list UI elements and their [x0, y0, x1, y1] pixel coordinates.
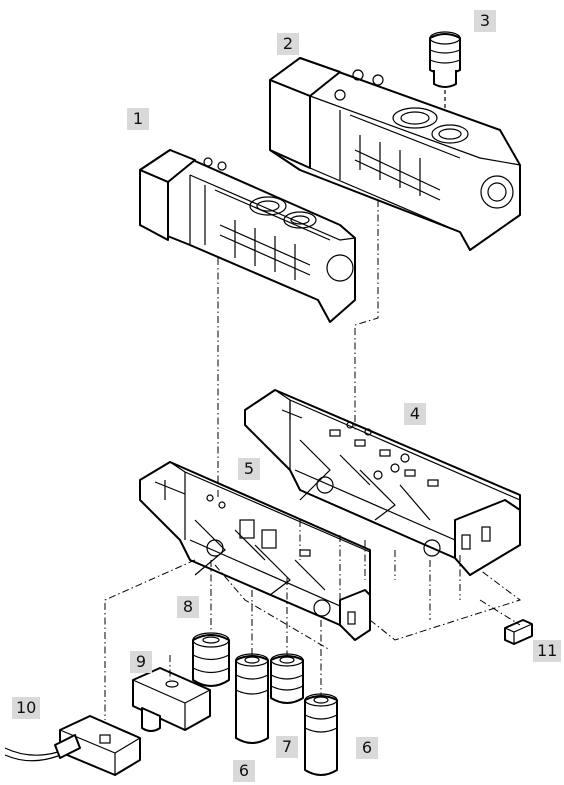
callout-label-11: 11 — [533, 640, 562, 662]
part-5-subbase — [139, 461, 371, 641]
assembly-leader-lines — [104, 200, 522, 720]
callout-label-10: 10 — [12, 697, 41, 719]
part-11-cap — [504, 619, 533, 645]
part-1-valve — [139, 149, 356, 323]
part-6-fitting-left — [235, 653, 269, 744]
callout-label-7: 7 — [276, 736, 298, 758]
part-10-cable-plug — [4, 715, 141, 776]
callout-label-8: 8 — [177, 596, 199, 618]
part-8-fitting — [192, 632, 230, 687]
callout-label-4: 4 — [404, 403, 426, 425]
part-6-fitting-right — [304, 693, 338, 776]
callout-label-6-left: 6 — [233, 760, 255, 782]
callout-label-2: 2 — [277, 33, 299, 55]
callout-label-9: 9 — [130, 651, 152, 673]
part-7-fitting — [270, 653, 304, 704]
part-9-plug — [132, 667, 211, 732]
part-4-subbase — [244, 389, 521, 576]
part-3-fitting — [429, 31, 461, 110]
callout-label-6-right: 6 — [356, 737, 378, 759]
callout-label-1: 1 — [127, 108, 149, 130]
callout-label-3: 3 — [474, 10, 496, 32]
part-2-valve — [269, 57, 521, 251]
callout-label-5: 5 — [238, 458, 260, 480]
